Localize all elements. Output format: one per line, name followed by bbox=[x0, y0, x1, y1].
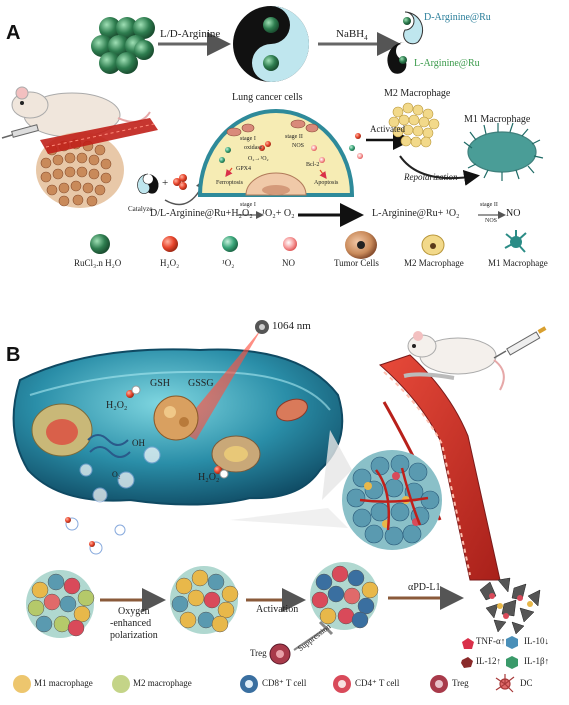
cell-ferroptosis: Ferroptosis bbox=[216, 180, 243, 186]
cell-gpx4: GPX4 bbox=[236, 166, 252, 172]
tumor-state-4 bbox=[479, 577, 541, 635]
d-arginine-ru-icon bbox=[403, 11, 424, 45]
activated-label: Activated bbox=[370, 124, 405, 134]
cell-bcl2: Bcl-2 bbox=[306, 162, 320, 168]
synthesis-reagent-label: L/D-Arginine bbox=[160, 28, 221, 40]
catalyze-reactants: + bbox=[137, 173, 187, 194]
legend-a-no: NO bbox=[282, 258, 295, 268]
cytokine-il1b: IL-1β↑ bbox=[524, 656, 550, 666]
yin-yang-icon bbox=[233, 6, 309, 82]
reducer-main: NaBH bbox=[336, 28, 365, 40]
legend-b-icons bbox=[13, 674, 515, 693]
reducer-sub: 4 bbox=[364, 34, 368, 43]
cytokine-il10: IL-10↓ bbox=[524, 636, 549, 646]
legend-a-icons bbox=[90, 230, 527, 259]
m2-macrophage-cluster bbox=[388, 102, 440, 148]
legend-b-cd4: CD4⁺ T cell bbox=[355, 678, 400, 688]
cell-oxidase: oxidase bbox=[244, 145, 263, 151]
legend-b-treg: Treg bbox=[452, 678, 469, 688]
mouse-illustration-b bbox=[407, 331, 505, 391]
repolarization-label: Repolarization bbox=[404, 172, 458, 182]
tumor-state-1 bbox=[26, 570, 95, 638]
panel-b-letter: B bbox=[6, 344, 21, 366]
step-apdl1-label: αPD-L1 bbox=[408, 582, 441, 593]
cell-stage1: stage I bbox=[240, 136, 256, 142]
legend-a-m2: M2 Macrophage bbox=[404, 258, 464, 268]
equation-mid: ¹O₂+ O₂ bbox=[262, 208, 295, 219]
rucl3-cluster bbox=[91, 17, 155, 74]
tumor-state-2 bbox=[170, 566, 239, 634]
svg-text:+: + bbox=[162, 177, 168, 189]
suppression-line bbox=[293, 627, 327, 651]
mouse-to-vessel-link bbox=[403, 372, 455, 380]
oh-label: OH bbox=[132, 438, 145, 448]
step-oxygen-label: Oxygen bbox=[118, 606, 150, 617]
zoom-halo-2 bbox=[230, 508, 348, 528]
tumor-mass-b bbox=[342, 450, 442, 550]
mouse-illustration-a bbox=[11, 86, 151, 138]
step-polarization-label: polarization bbox=[110, 630, 158, 641]
equation-right-b: NO bbox=[506, 208, 521, 219]
legend-b-dc: DC bbox=[520, 678, 533, 688]
legend-b-m2: M2 macrophage bbox=[133, 678, 192, 688]
cytokine-il12: IL-12↑ bbox=[476, 656, 501, 666]
cytokine-tnf: TNF-α↑ bbox=[476, 636, 506, 646]
legend-a-m1: M1 Macrophage bbox=[488, 258, 548, 268]
cytokine-icons bbox=[461, 636, 518, 669]
l-arginine-ru-icon bbox=[387, 42, 407, 74]
cell-stage2: stage II bbox=[285, 134, 303, 140]
tumor-with-vessel-a bbox=[36, 118, 158, 208]
equation-stage2: stage II bbox=[480, 202, 498, 208]
lung-cancer-cell bbox=[197, 109, 355, 197]
legend-b-cd8: CD8⁺ T cell bbox=[262, 678, 307, 688]
suppression-bar bbox=[318, 620, 334, 636]
l-arginine-label: L-Arginine@Ru bbox=[414, 58, 480, 69]
legend-b-m1: M1 macrophage bbox=[34, 678, 93, 688]
laser-label: 1064 nm bbox=[272, 320, 311, 332]
released-particles bbox=[349, 133, 363, 159]
laser-source-icon bbox=[255, 320, 269, 334]
cell-nos: NOS bbox=[292, 143, 305, 149]
h2o2-bottom-label: H₂O₂ bbox=[198, 472, 220, 483]
gssg-label: GSSG bbox=[188, 378, 214, 389]
m2-macrophage-label: M2 Macrophage bbox=[384, 88, 451, 99]
legend-a-tumor: Tumor Cells bbox=[334, 258, 379, 268]
nanozyme-particle bbox=[153, 395, 199, 441]
legend-a-h2o2: H₂O₂ bbox=[160, 258, 180, 268]
zoom-halo bbox=[322, 430, 352, 500]
treg-cell bbox=[269, 643, 291, 665]
d-arginine-label: D-Arginine@Ru bbox=[424, 12, 491, 23]
lung-cancer-label: Lung cancer cells bbox=[232, 92, 303, 103]
equation-stage1: stage I bbox=[240, 202, 256, 208]
laser-beam bbox=[178, 328, 262, 440]
tumor-state-3 bbox=[310, 562, 379, 630]
treg-label: Treg bbox=[250, 648, 267, 658]
ros-bubbles bbox=[65, 385, 229, 555]
reducer-label: NaBH4 bbox=[336, 28, 368, 42]
equation-left: D/L-Arginine@Ru+H₂O₂ bbox=[150, 208, 253, 219]
catalyze-label: Catalyze bbox=[128, 205, 153, 213]
panel-a-letter: A bbox=[6, 22, 21, 44]
m1-macrophage-cluster bbox=[463, 122, 544, 181]
step-activation-label: Activation bbox=[256, 604, 299, 615]
cell-apoptosis: Apoptosis bbox=[314, 180, 339, 186]
equation-nos: NOS bbox=[485, 218, 498, 224]
legend-a-rucl3: RuCl₃.n H₂O bbox=[74, 258, 122, 268]
gsh-label: GSH bbox=[150, 378, 171, 389]
m1-macrophage-label: M1 Macrophage bbox=[464, 114, 531, 125]
syringe-icon-b bbox=[493, 326, 547, 359]
legend-a-1o2: ¹O₂ bbox=[222, 258, 235, 268]
cell-o2: O₂→¹O₂ bbox=[248, 156, 269, 162]
o2-label: O₂ bbox=[112, 470, 121, 479]
h2o2-top-label: H₂O₂ bbox=[106, 400, 128, 411]
syringe-icon-a bbox=[1, 124, 39, 139]
step-enhanced-label: -enhanced bbox=[110, 618, 152, 629]
repolarization-arrow bbox=[399, 155, 480, 186]
equation-right-a: L-Arginine@Ru+ ¹O₂ bbox=[372, 208, 460, 219]
